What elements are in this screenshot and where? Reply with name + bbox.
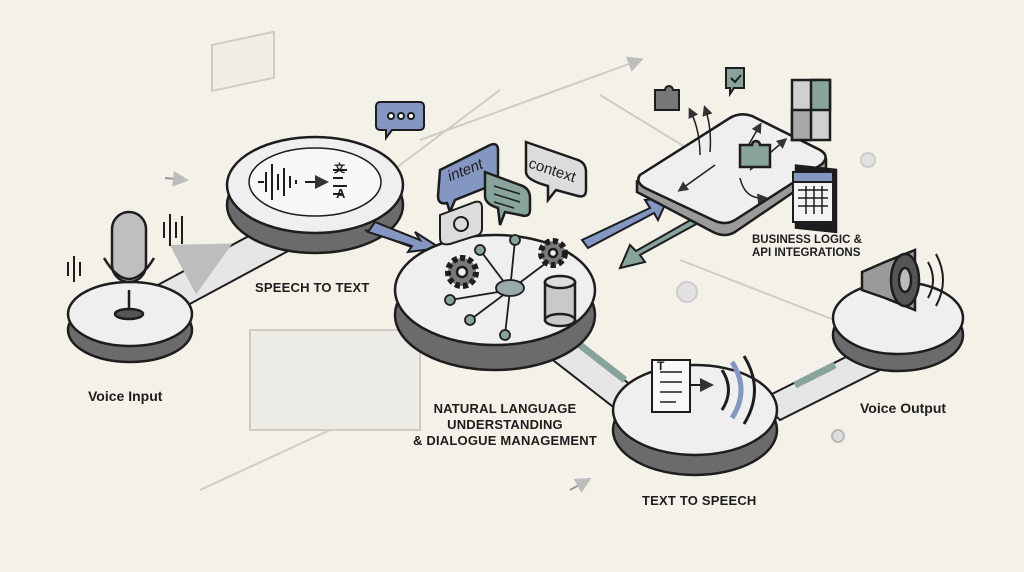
speech-to-text-platform [225,135,405,255]
message-bubble-icon [483,170,532,226]
speech-to-text-label: SPEECH TO TEXT [255,280,370,295]
gear-icon [538,238,568,268]
voice-output-label: Voice Output [860,400,947,416]
calendar-icon [792,171,834,223]
nlu-label-line: NATURAL LANGUAGE [433,401,577,416]
source-language-glyph: 文 [334,163,345,175]
sound-wave-icon [67,214,183,282]
puzzle-piece-icon [738,139,772,169]
waveform-icon [258,164,297,200]
business-logic-platform [635,105,828,237]
nlu-platform [393,233,597,372]
text-glyph: T [657,359,665,373]
target-language-glyph: A [336,186,346,201]
voice-input-label: Voice Input [88,388,163,404]
speaker-icon [860,248,944,312]
business-logic-label-line: API INTEGRATIONS [752,247,861,259]
gear-icon [445,255,479,289]
text-to-speech-platform [611,355,779,477]
nlu-label-line: UNDERSTANDING [447,417,563,432]
blue-flow-arrow [580,196,670,250]
network-icon [444,234,551,341]
background-decorations [164,30,876,493]
chat-bubble-dots-icon [375,101,425,141]
business-logic-label-line: BUSINESS LOGIC & [752,234,862,246]
refresh-bubble-icon [439,200,483,246]
puzzle-piece-icon [654,85,680,111]
green-flow-arrow [618,216,702,270]
context-bubble [524,140,588,204]
checkmark-bubble-icon [725,67,745,98]
sound-wave-icon [720,355,756,425]
nlu-label-line: & DIALOGUE MANAGEMENT [412,433,598,448]
microphone-icon [102,210,156,321]
voice-input-platform [66,210,194,364]
text-to-speech-label: TEXT TO SPEECH [642,493,757,508]
voice-output-platform [831,248,965,373]
nlu-label: NATURAL LANGUAGE UNDERSTANDING & DIALOGU… [410,401,600,449]
database-icon [543,274,577,328]
business-logic-label: BUSINESS LOGIC & API INTEGRATIONS [752,234,862,260]
